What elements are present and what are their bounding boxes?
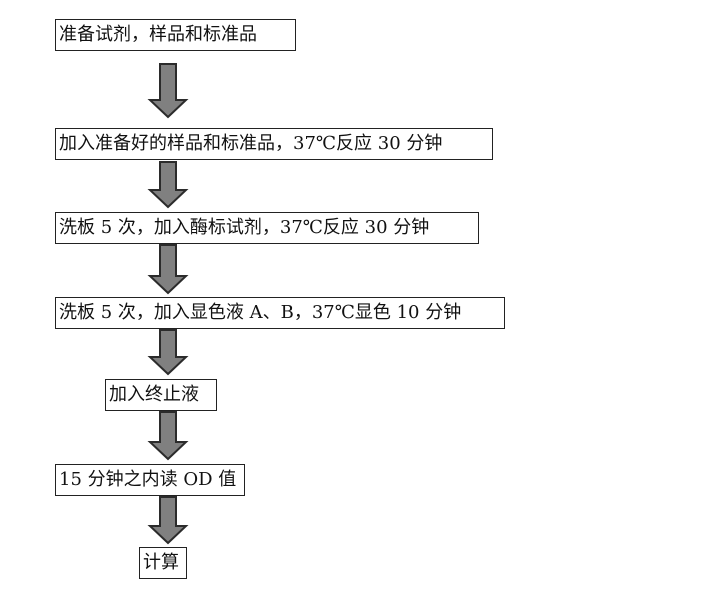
down-arrow-icon	[147, 496, 189, 545]
step-box-calculate: 计算	[139, 547, 187, 579]
down-arrow-icon	[147, 411, 189, 461]
down-arrow-icon	[147, 161, 189, 209]
step-box-add-samples: 加入准备好的样品和标准品，37℃反应 30 分钟	[55, 128, 493, 160]
step-box-prepare: 准备试剂，样品和标准品	[55, 19, 296, 51]
down-arrow-icon	[147, 329, 189, 376]
down-arrow-icon	[147, 244, 189, 295]
down-arrow-icon	[147, 63, 189, 119]
step-box-wash-color: 洗板 5 次，加入显色液 A、B，37℃显色 10 分钟	[55, 297, 505, 329]
step-box-read-od: 15 分钟之内读 OD 值	[55, 464, 245, 496]
step-box-stop-solution: 加入终止液	[105, 379, 217, 411]
step-box-wash-enzyme: 洗板 5 次，加入酶标试剂，37℃反应 30 分钟	[55, 212, 479, 244]
